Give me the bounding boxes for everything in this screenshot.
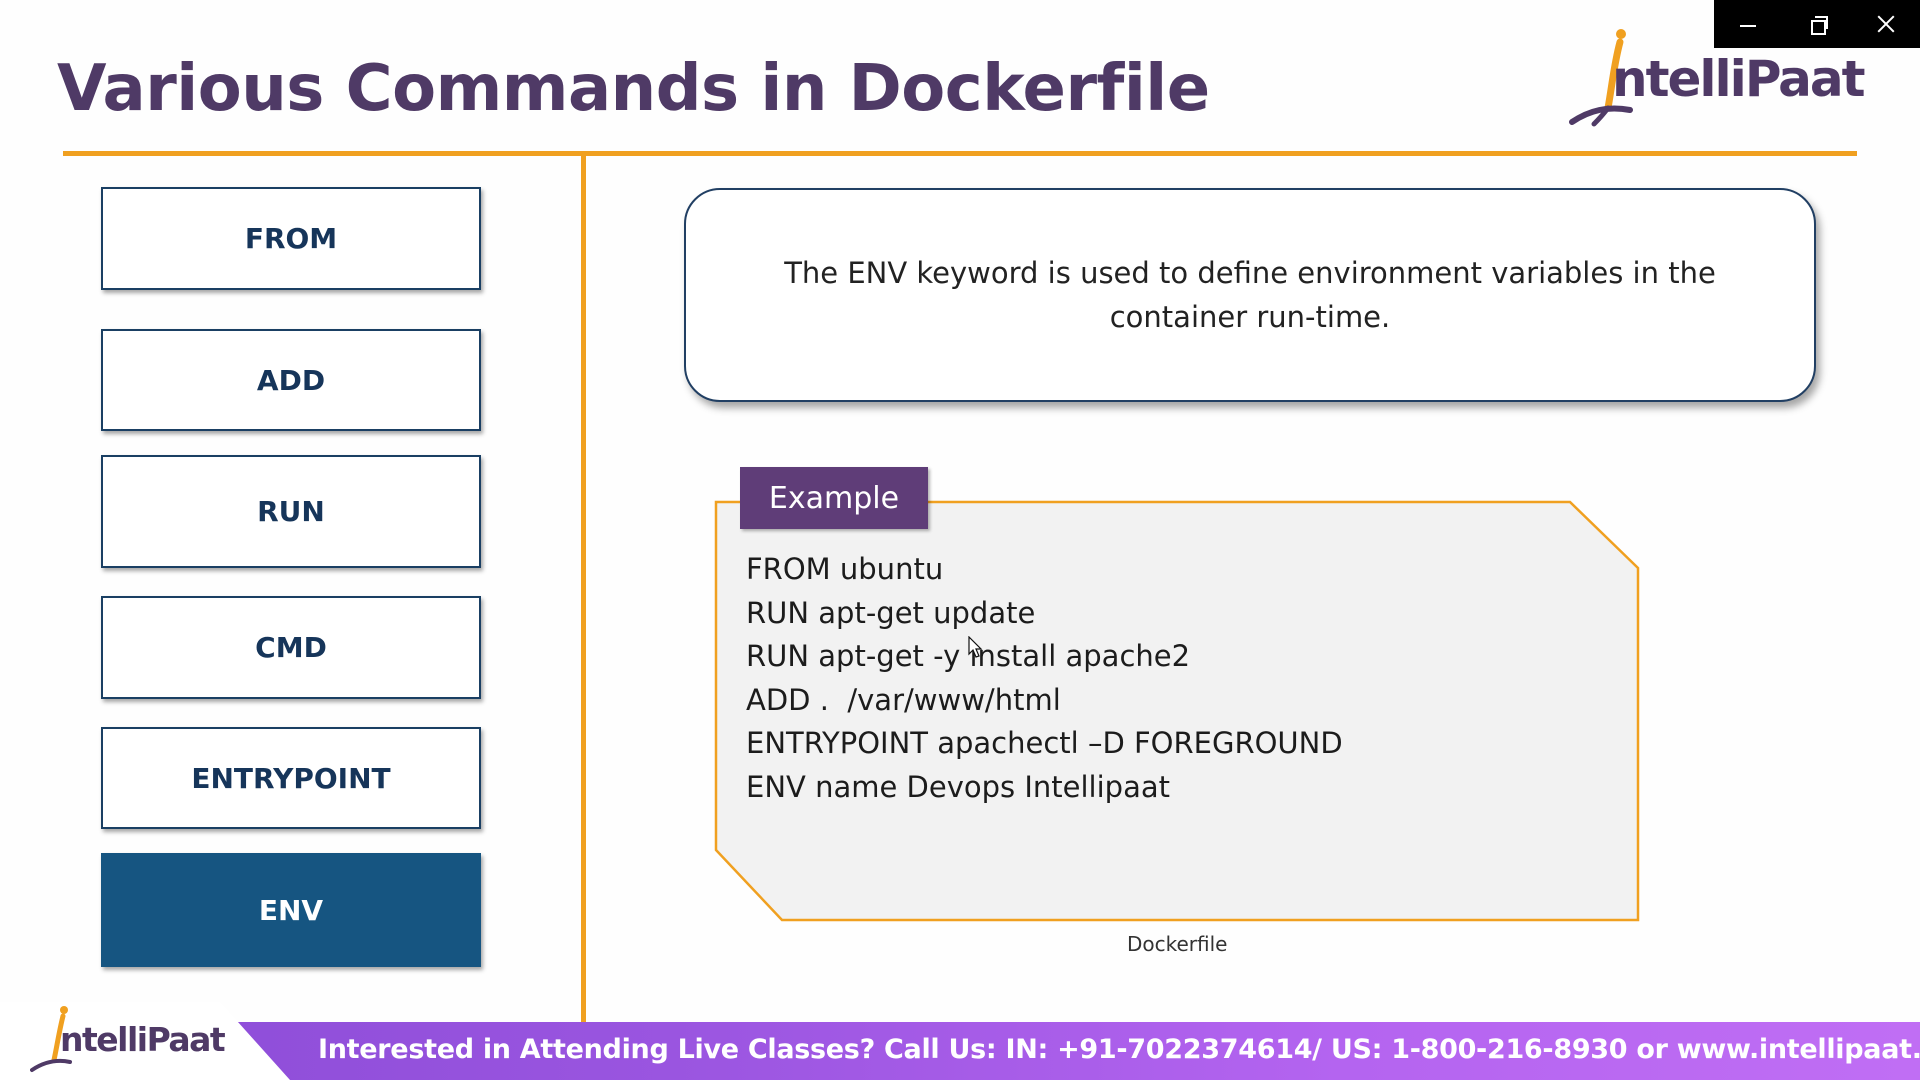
minimize-icon[interactable] [1728,4,1768,44]
command-cmd[interactable]: CMD [101,596,481,699]
description-text: The ENV keyword is used to define enviro… [784,256,1716,334]
window-controls [1714,0,1920,48]
code-line: ENTRYPOINT apachectl –D FOREGROUND [746,726,1343,760]
code-line: RUN apt-get -y install apache2 [746,639,1191,673]
footer-contact-text: Interested in Attending Live Classes? Ca… [318,1034,1920,1065]
code-line: RUN apt-get update [746,595,1036,630]
logo-text: ntelliPaat [1612,50,1866,108]
code-line: FROM ubuntu [746,552,944,586]
intellipaat-figure-icon [30,1006,72,1072]
code-line: ENV name Devops Intellipaat [746,769,1170,804]
example-panel [714,500,1640,922]
code-block: FROM ubuntu RUN apt-get update RUN apt-g… [746,548,1343,809]
footer-logo-text: ntelliPaat [60,1020,226,1059]
example-caption: Dockerfile [1127,932,1228,956]
command-add[interactable]: ADD [101,329,481,431]
restore-icon[interactable] [1797,4,1837,44]
close-icon[interactable] [1866,4,1906,44]
description-box: The ENV keyword is used to define enviro… [684,188,1816,402]
intellipaat-figure-icon [1569,29,1633,127]
command-run[interactable]: RUN [101,455,481,568]
mouse-cursor-icon [968,636,982,658]
footer-bar [0,1022,1920,1080]
code-line: ADD . /var/www/html [746,682,1061,717]
footer-logo: ntelliPaat [30,1004,230,1074]
command-entrypoint[interactable]: ENTRYPOINT [101,727,481,829]
page-title: Various Commands in Dockerfile [57,52,1210,126]
header-divider [63,151,1857,156]
footer-banner: ntelliPaat Interested in Attending Live … [0,1002,1920,1080]
command-env[interactable]: ENV [101,853,481,967]
example-tab: Example [740,467,928,529]
command-from[interactable]: FROM [101,187,481,290]
intellipaat-logo: ntelliPaat [1568,24,1866,128]
vertical-divider [581,156,586,1022]
